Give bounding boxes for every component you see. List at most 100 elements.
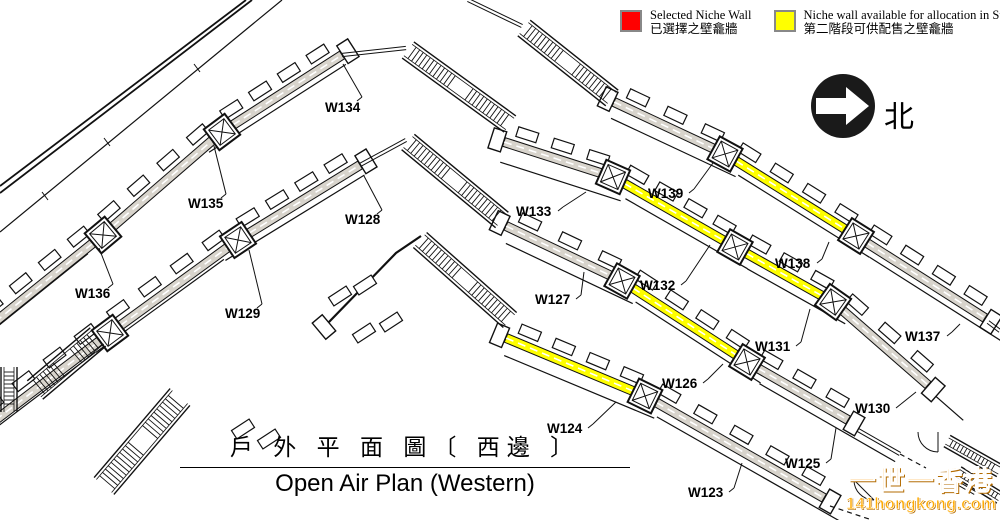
stair-tread — [461, 184, 471, 196]
stair-tread — [119, 451, 136, 466]
wall-label-W137: W137 — [905, 329, 940, 344]
stair-tread — [432, 65, 442, 77]
wall-label-W130: W130 — [855, 401, 890, 416]
stair-tread — [156, 408, 173, 423]
niche-box — [801, 465, 826, 487]
label-leader-W126 — [702, 378, 709, 384]
label-leader-W123 — [733, 462, 743, 489]
stair-tread — [69, 348, 83, 363]
stair-tread — [421, 57, 431, 70]
title-underline — [180, 467, 630, 468]
stair-tread — [76, 342, 89, 358]
column-box-inner — [96, 319, 124, 347]
stair-tread — [467, 190, 478, 202]
wall-end-cap — [311, 313, 337, 341]
stair-rail — [96, 390, 173, 480]
niche-box — [156, 148, 181, 172]
north-label: 北 — [884, 101, 914, 134]
stair-rail — [528, 22, 617, 93]
label-leader-W139 — [688, 188, 695, 194]
stair-tread — [411, 49, 421, 62]
column-x — [711, 149, 739, 159]
stair-tread — [536, 36, 547, 48]
stair-tread — [448, 264, 459, 276]
wall-strip-W131-dashed-centerline — [734, 246, 834, 303]
label-leader-W129 — [256, 303, 263, 309]
stair-rail — [413, 41, 517, 117]
column-box-inner — [711, 140, 739, 168]
column-box-inner — [819, 288, 847, 316]
terrace-edge — [988, 320, 1000, 330]
stair-tread — [441, 258, 452, 270]
niche-box — [550, 137, 576, 155]
stair-tread — [420, 150, 431, 163]
niche-box — [931, 264, 957, 286]
stair-tread — [86, 334, 99, 349]
niche-box — [899, 244, 925, 266]
wall-strip-W138 — [721, 149, 860, 241]
stair-tread — [595, 82, 605, 95]
label-leader-W124 — [592, 401, 617, 425]
wall-label-W128: W128 — [345, 212, 381, 227]
stair-tread — [162, 401, 179, 416]
wall-end-cap — [488, 209, 511, 237]
plan-title-en: Open Air Plan (Western) — [275, 470, 535, 497]
wall-strip-W134-dashed-centerline — [221, 54, 343, 133]
stair-rail — [529, 19, 619, 91]
stair-tread — [547, 44, 557, 57]
door-swing-arc — [917, 431, 939, 453]
stair-tread — [578, 69, 588, 81]
stair-tread — [970, 478, 975, 484]
stair-tread — [598, 85, 609, 98]
north-arrow — [816, 87, 869, 125]
label-leader-W128 — [363, 175, 383, 211]
stair-rail — [401, 57, 505, 133]
stair-tread — [427, 156, 437, 168]
niche-box — [378, 311, 404, 333]
stair-rail — [949, 434, 1000, 465]
label-leader-W133 — [562, 191, 587, 208]
apex-connector — [341, 45, 406, 54]
wall-strip-W135-dashed-centerline — [102, 131, 223, 236]
column-x — [632, 391, 658, 401]
stair-tread — [422, 240, 433, 252]
column-box-inner — [224, 226, 252, 254]
path-line — [940, 471, 977, 493]
label-leader-W125 — [830, 427, 837, 460]
wall-label-W138: W138 — [775, 256, 811, 271]
fence-tick — [103, 137, 111, 147]
stair-tread — [984, 486, 989, 493]
stair-tread — [963, 448, 968, 455]
stair-rail — [424, 234, 515, 316]
niche-box — [351, 322, 377, 344]
apex-connector — [342, 49, 407, 58]
stair-tread — [42, 371, 56, 386]
stair-tread — [481, 201, 492, 213]
stair-tread — [497, 307, 508, 320]
column-x — [733, 358, 761, 366]
stair-tread — [153, 411, 170, 426]
legend-stage2-zh: 第二階段可供配售之壁龕牆 — [803, 22, 954, 36]
stair-rail — [113, 404, 191, 495]
stair-tread — [487, 299, 498, 311]
wall-strip-W130-dashed-centerline — [832, 301, 929, 386]
stair-tread — [491, 302, 502, 314]
stair-tread — [588, 77, 599, 89]
stair-rail — [42, 345, 107, 400]
wall-strip-W128-dashed-centerline — [237, 164, 361, 241]
niche-box — [11, 369, 36, 393]
wall-strip-W132-dashed-centerline — [612, 176, 736, 248]
label-leader-W132 — [685, 244, 711, 282]
stair-tread — [489, 106, 499, 119]
wall-label-W124: W124 — [547, 421, 583, 436]
niche-box — [778, 251, 804, 273]
stair-tread — [960, 471, 965, 478]
niche-box — [169, 252, 194, 275]
wall-strip-W123-dashed-centerline — [644, 395, 825, 499]
niche-box — [910, 349, 935, 373]
stair-tread — [496, 111, 506, 124]
stair-tread — [482, 101, 492, 114]
stair-tread — [484, 296, 495, 308]
stair-rail — [948, 437, 1000, 468]
stage2-color-swatch — [773, 10, 796, 32]
